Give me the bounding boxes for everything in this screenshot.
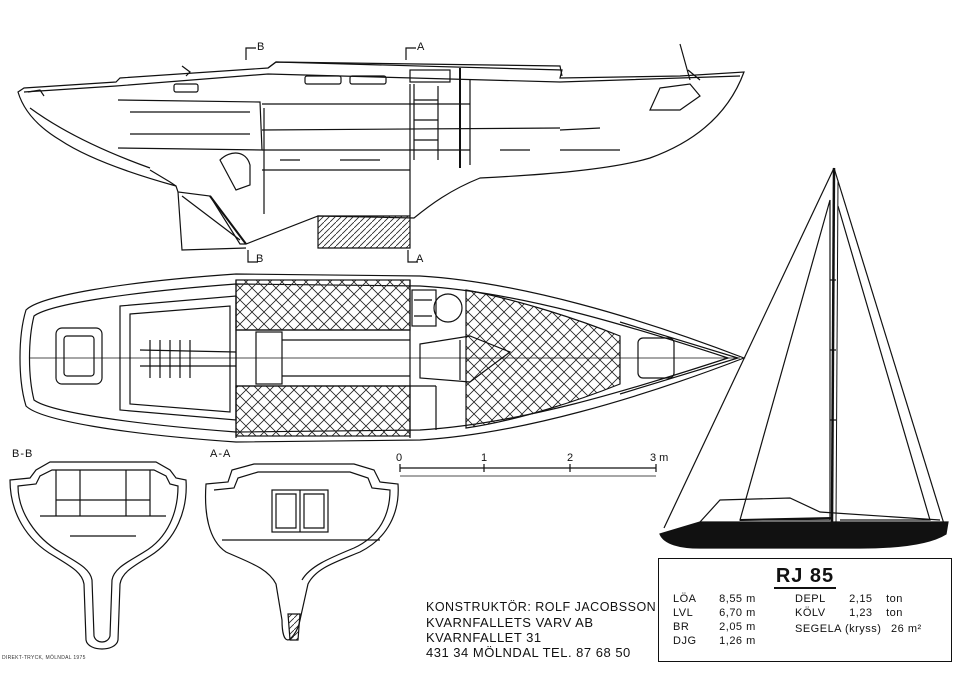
model-title: RJ 85 <box>773 565 837 589</box>
builder-info: KONSTRUKTÖR: ROLF JACOBSSON KVARNFALLETS… <box>426 600 656 660</box>
scale-tick-1: 1 <box>481 452 488 464</box>
side-profile-view <box>17 43 745 251</box>
designer-line: KONSTRUKTÖR: ROLF JACOBSSON <box>426 600 657 614</box>
hull-outline <box>17 61 745 245</box>
section-bb-view <box>9 461 187 650</box>
section-aa-title: A-A <box>210 448 232 460</box>
section-b-bottom-label: B <box>256 253 265 265</box>
section-aa-view <box>204 463 399 641</box>
section-marks <box>245 47 418 263</box>
section-b-top-label: B <box>257 41 266 53</box>
spec-lvl: LVL 6,70 m <box>673 607 756 619</box>
plan-view <box>19 273 746 443</box>
spec-loa: LÖA 8,55 m <box>673 593 756 605</box>
sail-plan-view <box>659 167 949 549</box>
spec-segela: SEGELA (kryss) 26 m² <box>795 623 922 635</box>
section-a-top-label: A <box>417 41 426 53</box>
yard-city-phone: 431 34 MÖLNDAL TEL. 87 68 50 <box>426 645 631 660</box>
yard-address: KVARNFALLET 31 <box>426 630 542 645</box>
section-a-bottom-label: A <box>416 253 425 265</box>
spec-djg: DJG 1,26 m <box>673 635 756 647</box>
spec-kolv: KÖLV 1,23 ton <box>795 607 903 619</box>
spec-depl: DEPL 2,15 ton <box>795 593 903 605</box>
yard-name: KVARNFALLETS VARV AB <box>426 615 594 630</box>
scale-tick-3: 3 m <box>650 452 669 464</box>
print-note: DIREKT-TRYCK, MÖLNDAL 1975 <box>2 655 86 661</box>
scale-tick-0: 0 <box>396 452 403 464</box>
scale-bar <box>399 464 657 477</box>
deck-outline <box>19 273 746 443</box>
spec-br: BR 2,05 m <box>673 621 756 633</box>
spec-box: RJ 85 LÖA 8,55 m LVL 6,70 m BR 2,05 m DJ… <box>658 558 952 662</box>
scale-tick-2: 2 <box>567 452 574 464</box>
mast <box>830 167 836 525</box>
section-bb-title: B-B <box>12 448 34 460</box>
sailplan-hull <box>659 521 949 549</box>
